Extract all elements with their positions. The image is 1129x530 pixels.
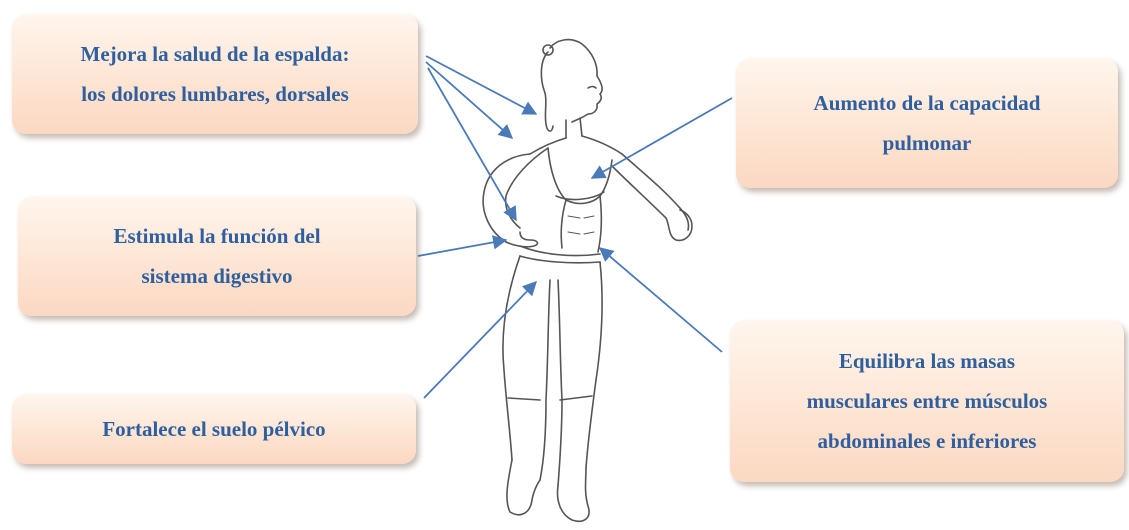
label-box-back: Mejora la salud de la espalda: los dolor… [12, 14, 418, 134]
arrow-digest [417, 235, 508, 257]
label-box-pelvic: Fortalece el suelo pélvico [12, 394, 416, 464]
label-box-muscle: Equilibra las masas musculares entre mús… [730, 320, 1124, 482]
label-back-health: Mejora la salud de la espalda: los dolor… [80, 42, 350, 106]
label-box-digest: Estimula la función del sistema digestiv… [18, 196, 416, 316]
arrow-back-neck [425, 55, 538, 115]
arrow-lung [590, 97, 733, 179]
arrow-pelvic [423, 280, 538, 399]
label-lung-capacity: Aumento de la capacidad pulmonar [813, 91, 1041, 155]
arrow-back-upper [425, 61, 514, 139]
arrow-muscle [598, 247, 723, 353]
label-digestive-system: Estimula la función del sistema digestiv… [113, 224, 321, 288]
label-box-lung: Aumento de la capacidad pulmonar [736, 58, 1118, 188]
label-pelvic-floor: Fortalece el suelo pélvico [102, 417, 326, 441]
arrow-back-lower [427, 67, 517, 222]
label-muscle-balance: Equilibra las masas musculares entre mús… [806, 349, 1048, 453]
